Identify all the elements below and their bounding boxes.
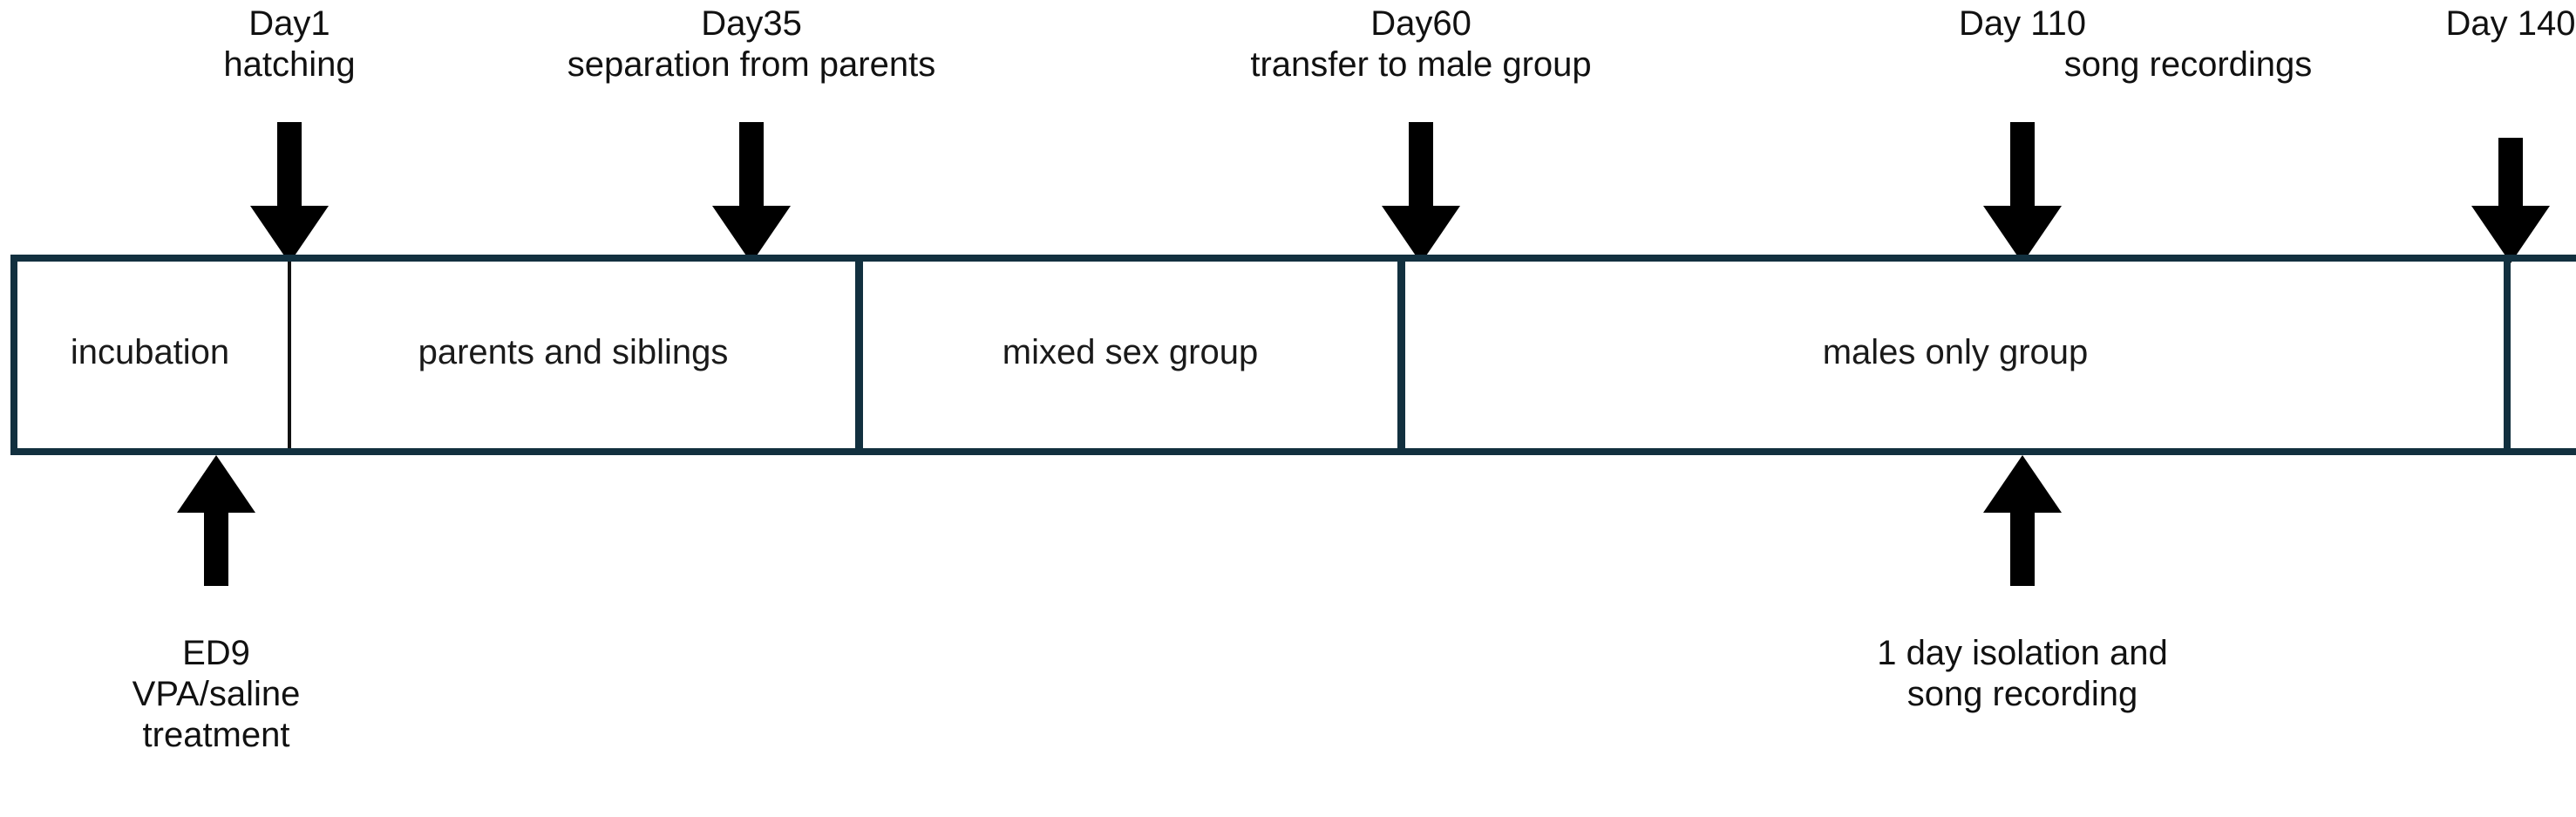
arrow-down-day140	[2471, 138, 2550, 263]
arrow-up-ed9-treatment	[177, 455, 255, 586]
event-label-day1: Day1 hatching	[115, 3, 464, 85]
event-desc-day60: transfer to male group	[1250, 45, 1592, 84]
event-label-day35: Day35 separation from parents	[490, 3, 1013, 85]
event-day-day140: Day 140	[2445, 4, 2576, 43]
phase-divider-incubation-parents	[288, 262, 291, 448]
event-day-day1: Day1	[248, 4, 330, 43]
song-recordings-text: song recordings	[2063, 45, 2313, 84]
event-day-day60: Day60	[1370, 4, 1472, 43]
event-day-day110: Day 110	[1958, 4, 2086, 43]
arrow-down-day35	[712, 122, 791, 263]
phase-label-incubation: incubation	[70, 333, 230, 371]
phase-label-parents-and-siblings: parents and siblings	[418, 333, 729, 371]
ed9-line-1: ED9	[182, 634, 250, 672]
event-label-ed9-treatment: ED9 VPA/saline treatment	[42, 633, 391, 756]
phase-label-males-only-group: males only group	[1822, 333, 2089, 371]
ed9-line-3: treatment	[142, 716, 290, 754]
event-desc-song-recordings: song recordings	[2005, 44, 2371, 85]
event-label-day110: Day 110	[1848, 3, 2197, 44]
arrow-down-day110	[1983, 122, 2062, 263]
ed9-line-2: VPA/saline	[132, 675, 301, 713]
isolation-line-2: song recording	[1907, 675, 2138, 713]
phase-divider-mixed-males	[1397, 262, 1405, 448]
isolation-line-1: 1 day isolation and	[1877, 634, 2168, 672]
phase-label-mixed-sex-group: mixed sex group	[1002, 333, 1259, 371]
arrow-down-day60	[1382, 122, 1460, 263]
arrow-down-day1	[250, 122, 329, 263]
event-desc-day35: separation from parents	[567, 45, 936, 84]
timeline-rail-bottom-extension	[2511, 448, 2576, 455]
event-label-isolation-recording: 1 day isolation and song recording	[1805, 633, 2240, 715]
event-desc-day1: hatching	[223, 45, 356, 84]
timeline-bar	[10, 255, 2511, 455]
timeline-rail-top-extension	[2511, 255, 2576, 262]
event-day-day35: Day35	[701, 4, 802, 43]
event-label-day140: Day 140	[2336, 3, 2576, 44]
arrow-up-isolation-recording	[1983, 455, 2062, 586]
phase-divider-parents-mixed	[855, 262, 863, 448]
event-label-day60: Day60 transfer to male group	[1159, 3, 1682, 85]
